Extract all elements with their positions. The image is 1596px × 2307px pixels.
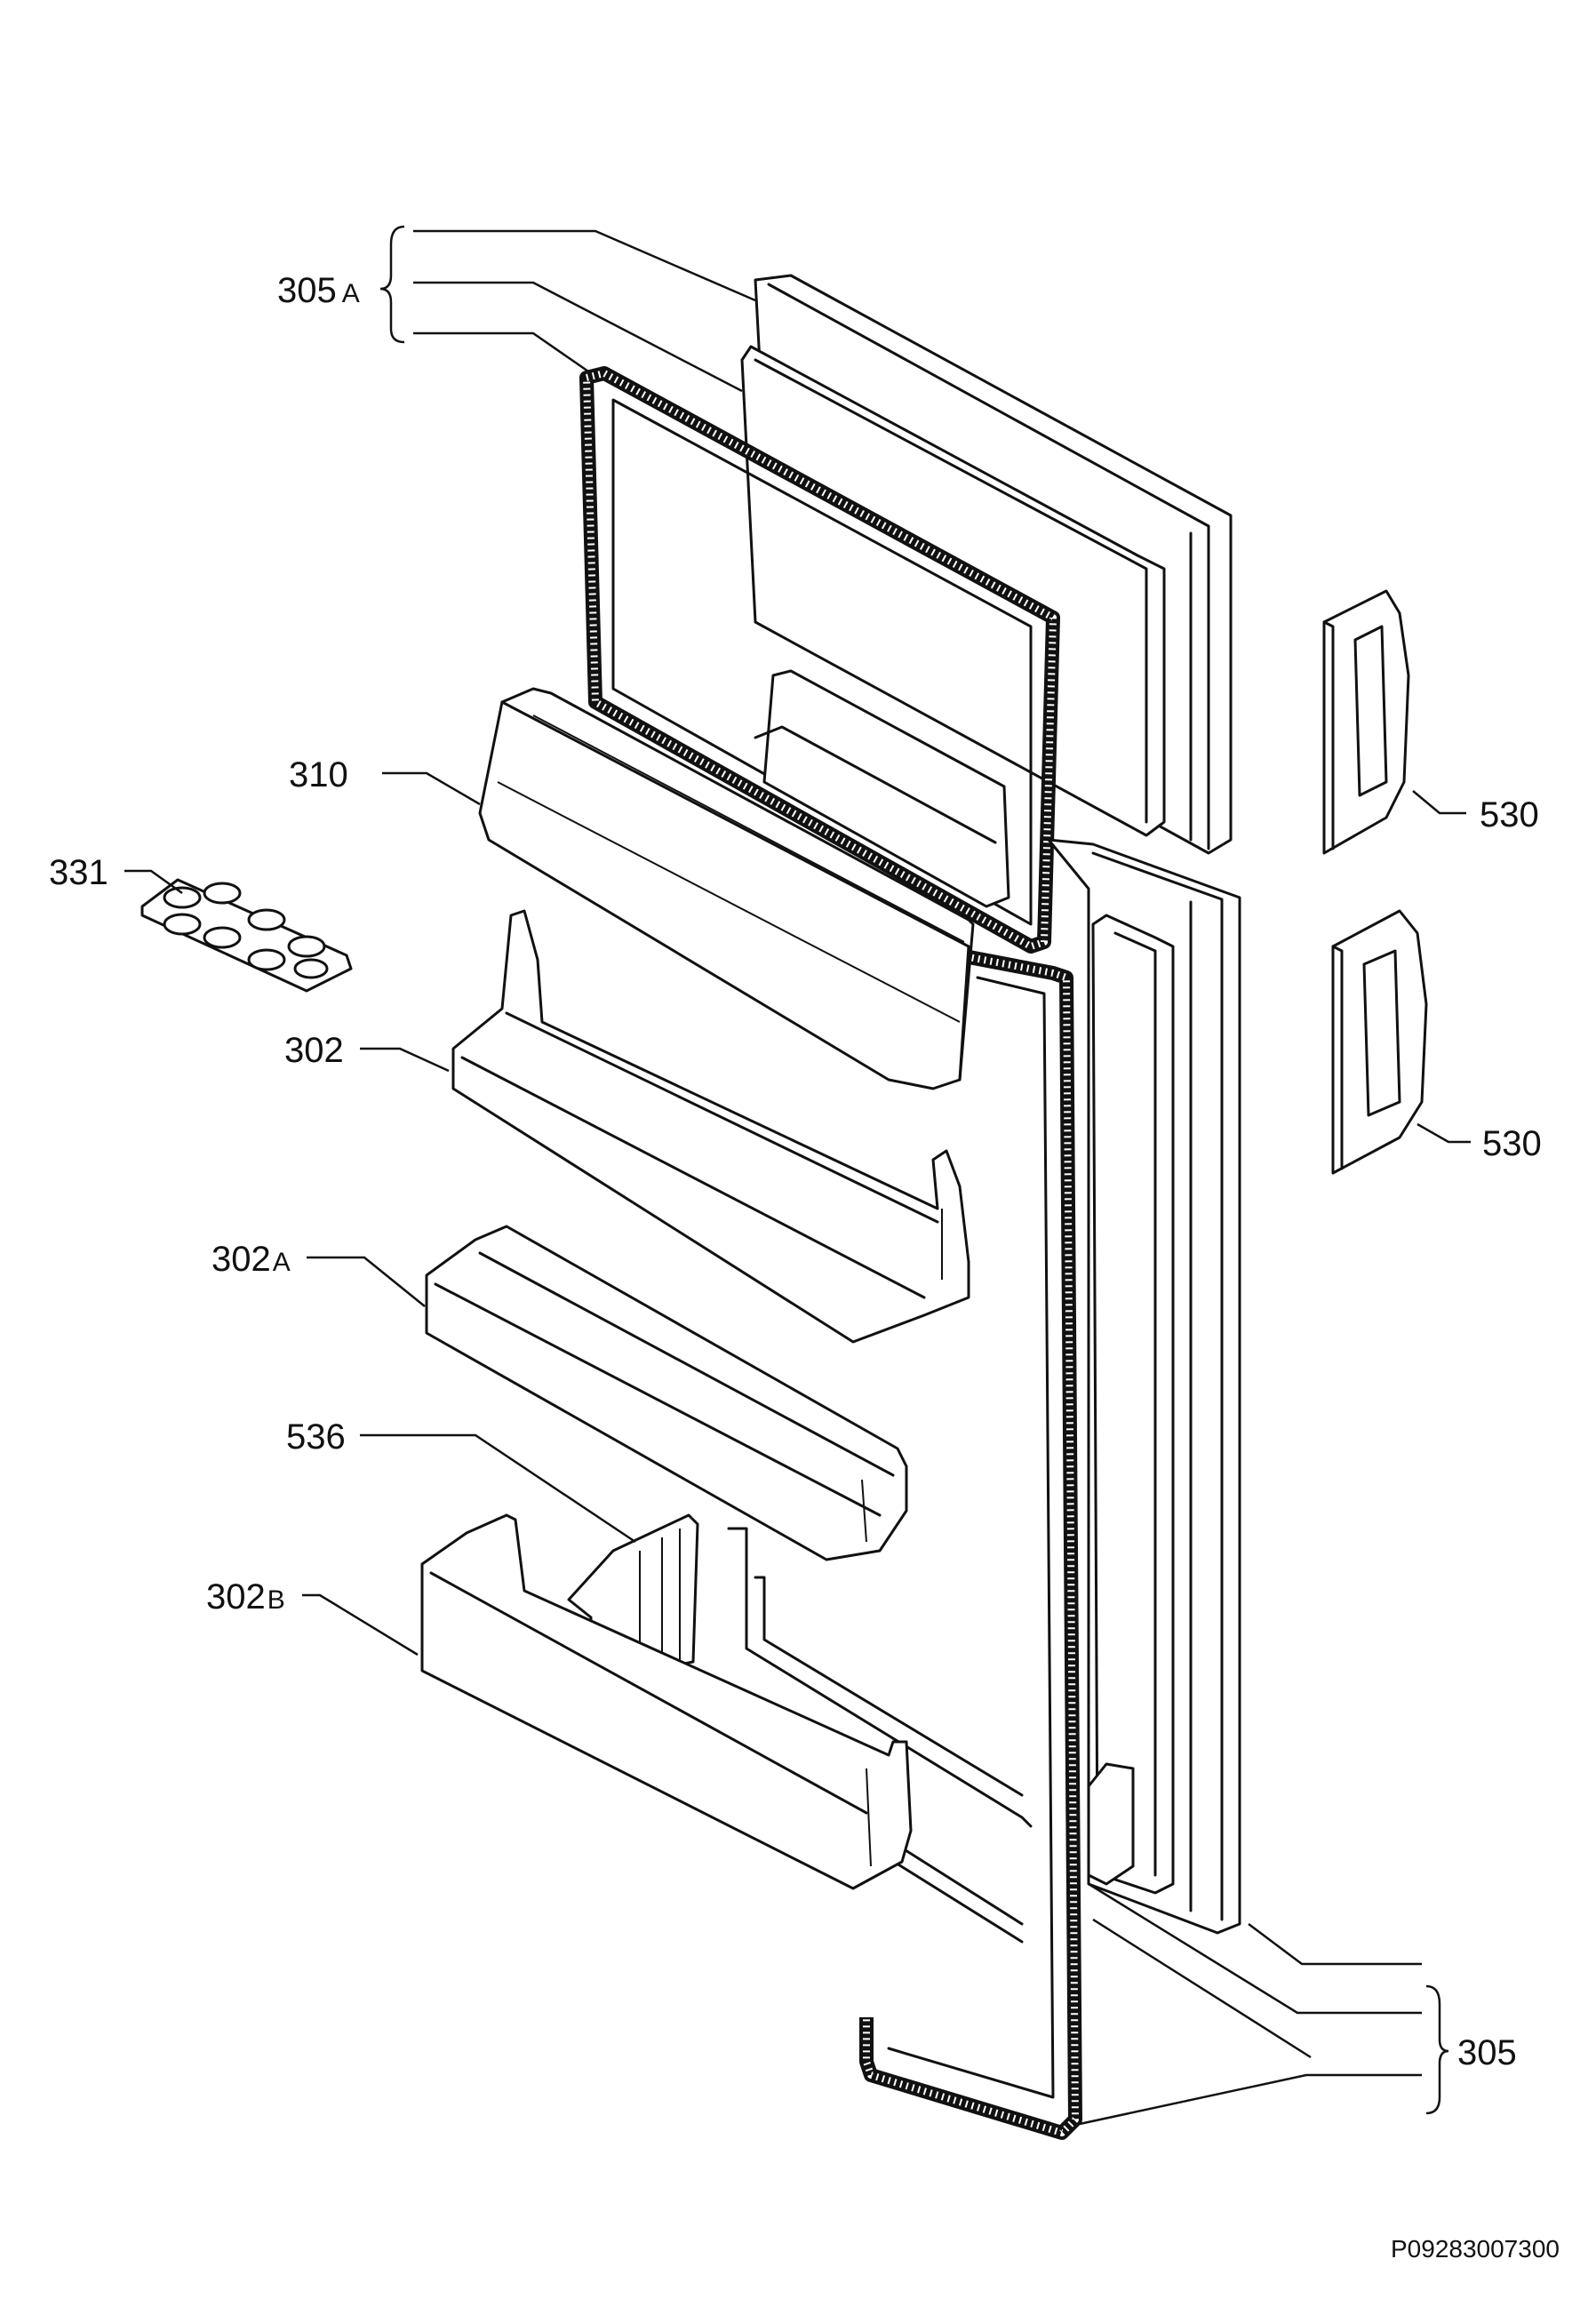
- egg-tray-331: [140, 878, 353, 993]
- door-bin-302: [451, 909, 970, 1344]
- label-310: 310: [289, 755, 348, 794]
- freezer-door: [740, 274, 1233, 855]
- label-305: 305: [1457, 2033, 1517, 2072]
- door-handle-530-lower: [1331, 909, 1428, 1175]
- figure-code: P09283007300: [1391, 2235, 1560, 2263]
- dairy-compartment-310: [478, 687, 975, 1090]
- freezer-door-gasket: [579, 366, 1060, 954]
- label-530-lower: 530: [1482, 1124, 1542, 1163]
- label-302a: 302A: [211, 1240, 291, 1279]
- door-handle-530-upper: [1322, 589, 1410, 855]
- label-302: 302: [284, 1031, 344, 1070]
- fridge-door: [1047, 838, 1241, 1935]
- label-530-upper: 530: [1480, 795, 1539, 834]
- door-bin-302a: [425, 1225, 908, 1561]
- label-536: 536: [286, 1417, 346, 1457]
- label-302b: 302B: [206, 1577, 285, 1616]
- door-bin-302b: [420, 1513, 913, 1890]
- label-331: 331: [49, 853, 108, 892]
- leader-lines: [124, 225, 1471, 2126]
- fridge-door-gasket: [727, 948, 1082, 2140]
